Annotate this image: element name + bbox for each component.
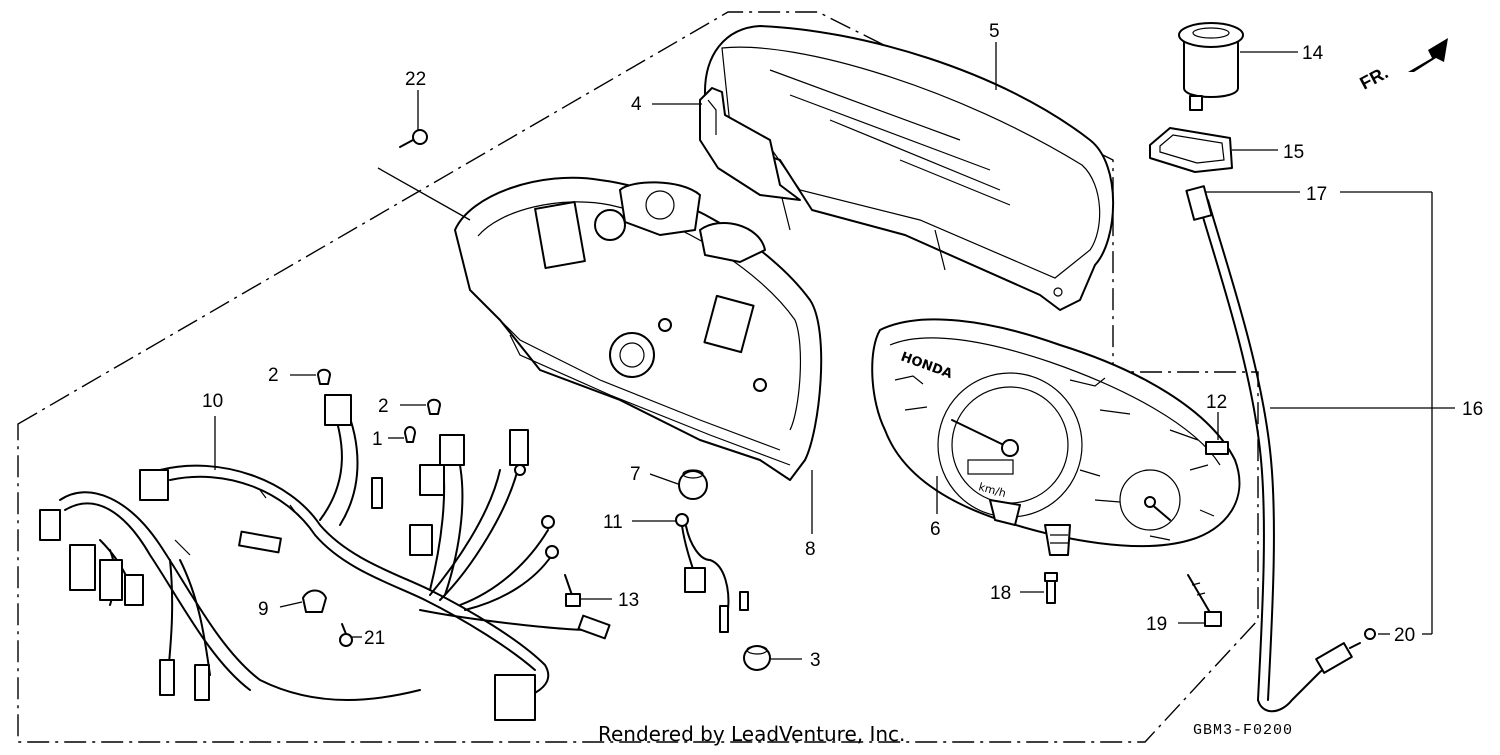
screw-part-18[interactable] <box>1044 572 1058 604</box>
callout-21: 21 <box>364 628 385 649</box>
clamp-part-9[interactable] <box>302 589 327 613</box>
grommet-part-3[interactable] <box>743 645 771 671</box>
callout-5: 5 <box>989 21 1000 42</box>
callout-20: 20 <box>1394 625 1415 646</box>
clip-part-12[interactable] <box>1205 441 1229 455</box>
meter-lens-part-5[interactable] <box>703 25 1115 311</box>
callout-19: 19 <box>1146 614 1167 635</box>
bulb-part-2a[interactable] <box>317 368 331 385</box>
gasket-part-15[interactable] <box>1149 127 1233 173</box>
screw-part-13[interactable] <box>564 574 581 607</box>
callout-12: 12 <box>1206 392 1227 413</box>
leader-lines <box>214 42 1455 660</box>
callout-22: 22 <box>405 69 426 90</box>
diagram-code: GBM3-F0200 <box>1193 722 1294 739</box>
bulb-part-1[interactable] <box>404 426 416 443</box>
callout-2b: 2 <box>378 396 389 417</box>
meter-case-part-4[interactable] <box>699 87 801 201</box>
callout-14: 14 <box>1302 43 1324 64</box>
meter-housing-part-8[interactable] <box>454 176 823 481</box>
callout-15: 15 <box>1283 142 1304 163</box>
callout-7: 7 <box>630 464 641 485</box>
screw-part-21[interactable] <box>339 623 353 647</box>
callout-1: 1 <box>372 429 383 450</box>
callout-13: 13 <box>618 590 639 611</box>
callout-2a: 2 <box>268 365 279 386</box>
callout-8: 8 <box>805 539 816 560</box>
assembly-boundary <box>17 11 1259 743</box>
indicator-part-14[interactable] <box>1178 22 1244 111</box>
callout-16: 16 <box>1462 399 1483 420</box>
washer-part-20[interactable] <box>1364 628 1376 640</box>
front-direction-marker: FR. <box>1356 38 1448 94</box>
callout-10: 10 <box>202 391 223 412</box>
callout-4: 4 <box>631 94 642 115</box>
screw-part-19[interactable] <box>1187 574 1222 627</box>
callout-17: 17 <box>1306 184 1327 205</box>
screw-part-22[interactable] <box>399 129 428 148</box>
socket-part-11[interactable] <box>675 513 749 633</box>
callout-9: 9 <box>258 599 269 620</box>
callout-18: 18 <box>990 583 1011 604</box>
bulb-part-2b[interactable] <box>427 398 441 415</box>
speedometer-cable-part-16[interactable] <box>1185 185 1361 713</box>
callout-11: 11 <box>603 512 623 533</box>
render-credit: Rendered by LeadVenture, Inc. <box>598 722 906 746</box>
svg-text:FR.: FR. <box>1356 62 1391 93</box>
callout-6: 6 <box>930 519 941 540</box>
speedometer-assembly-part-6[interactable] <box>871 318 1241 556</box>
grommet-part-7[interactable] <box>678 469 708 500</box>
wire-harness-part-10[interactable] <box>39 394 611 721</box>
callout-3: 3 <box>810 650 821 671</box>
